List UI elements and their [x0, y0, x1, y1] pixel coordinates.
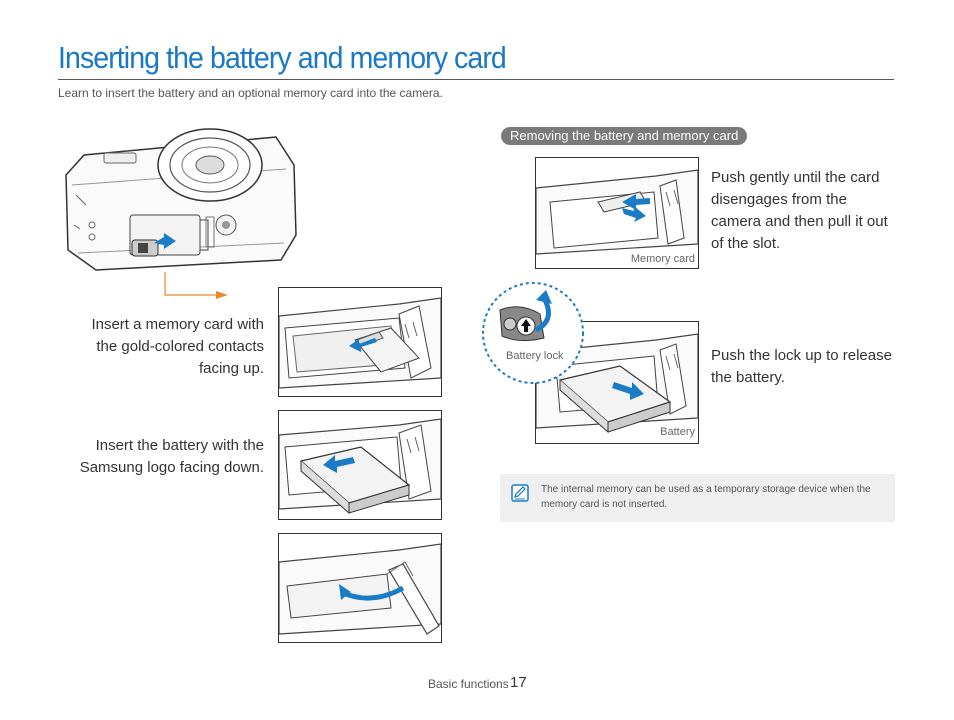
note-text: The internal memory can be used as a tem… — [541, 484, 871, 510]
close-battery-cover-illustration — [278, 533, 442, 643]
footer-page-number: 17 — [510, 674, 527, 691]
remove-memory-card-illustration: Memory card — [535, 157, 699, 269]
camera-bottom-illustration — [65, 128, 297, 271]
remove-memory-card-caption: Push gently until the card disengages fr… — [711, 169, 888, 252]
note-box — [500, 474, 895, 522]
removing-section-heading: Removing the battery and memory card — [501, 127, 748, 145]
footer-section-label: Basic functions — [428, 677, 509, 691]
insert-battery-caption: Insert the battery with the Samsung logo… — [79, 437, 264, 476]
page-title: Inserting the battery and memory card — [58, 40, 507, 75]
memory-card-label: Memory card — [630, 253, 695, 265]
note-pencil-icon — [511, 484, 529, 502]
battery-lock-callout — [482, 282, 584, 384]
remove-battery-caption: Push the lock up to release the battery. — [711, 347, 892, 386]
insert-battery-illustration — [278, 410, 442, 520]
battery-label: Battery — [660, 426, 695, 438]
orange-guide-arrow — [164, 272, 228, 299]
insert-memory-card-illustration — [278, 287, 442, 397]
page-subtitle: Learn to insert the battery and an optio… — [58, 86, 443, 100]
title-divider — [58, 79, 894, 80]
battery-lock-label: Battery lock — [506, 350, 564, 362]
insert-memory-card-caption: Insert a memory card with the gold-color… — [91, 316, 264, 377]
